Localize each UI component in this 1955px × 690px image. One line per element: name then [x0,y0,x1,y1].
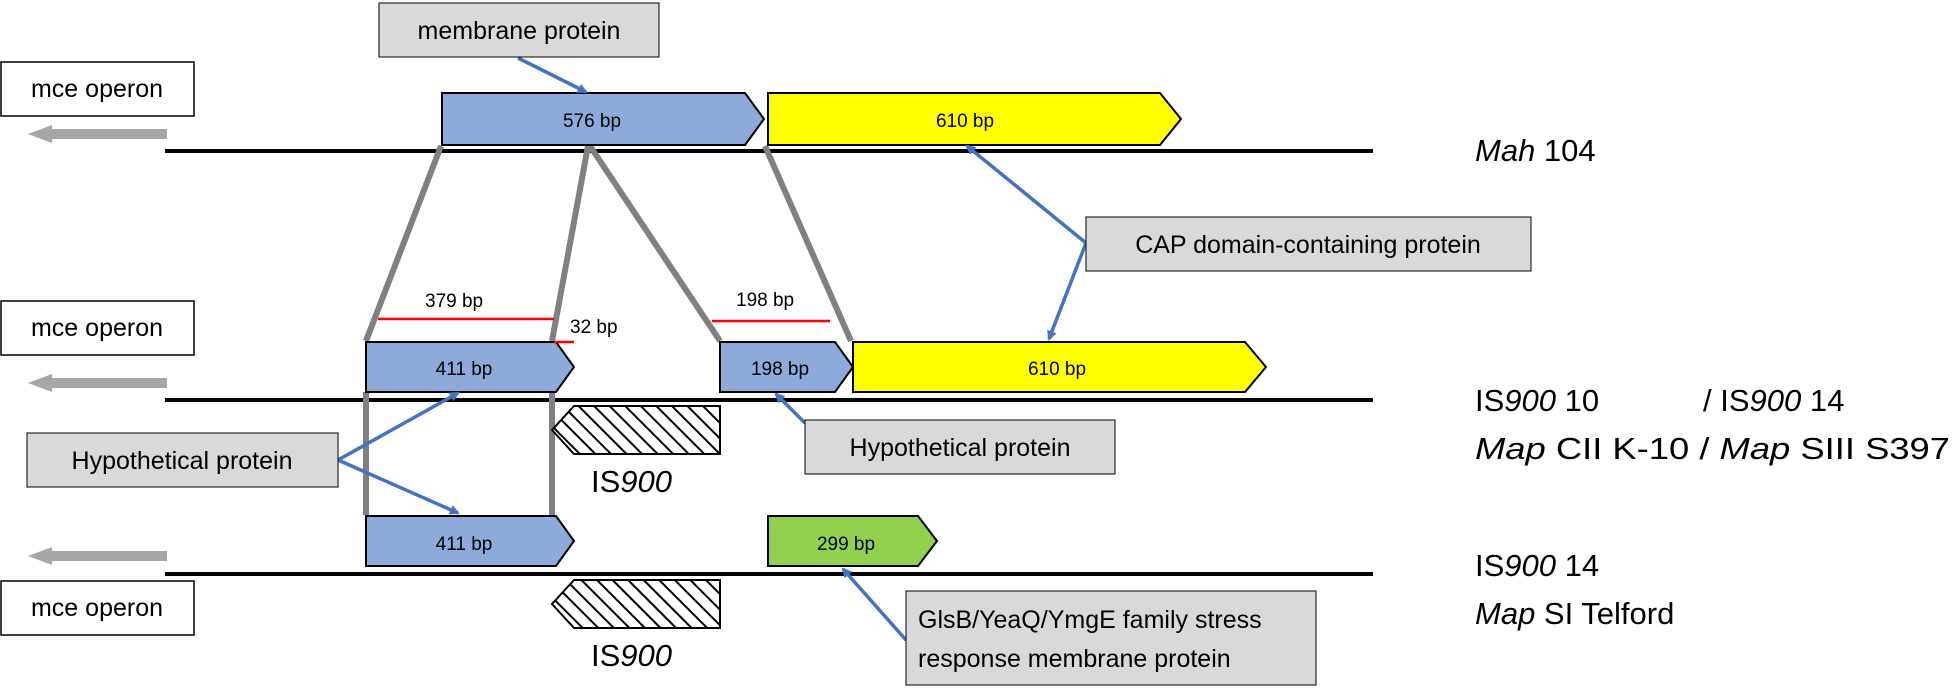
insertion-label: IS900 [591,464,672,499]
annotation-hypo-left: Hypothetical protein [72,447,293,475]
annotation-box-membrane [378,2,660,58]
gene-label: 610 bp [1028,359,1086,380]
gene-576bp [441,92,766,146]
operon-label-box [0,300,195,356]
annotation-cap: CAP domain-containing protein [1135,231,1481,259]
annotation-glsb-line2: response membrane protein [918,645,1231,673]
operon-label-box [0,61,195,117]
annotation-box-hypo-left [26,432,339,488]
operon-direction-arrow-icon [28,547,167,565]
operon-label: mce operon [31,594,163,622]
gene-610bp-k10 [852,341,1268,393]
homology-connectors [363,144,854,515]
annotation-membrane: membrane protein [418,17,621,45]
strain-label-telford-line1: IS900 14 [1475,548,1599,583]
gene-198bp [719,341,855,393]
strain-label-k10-line1b: / IS900 14 [1703,383,1844,418]
pointer-arrow-icon [337,56,1088,642]
operon-direction-arrow-icon [28,374,167,392]
gene-label: 411 bp [436,359,493,380]
annotation-box-glsb [905,590,1317,686]
strain-label-k10-line1a: IS900 10 [1475,383,1599,418]
annotation-box-cap [1085,216,1532,272]
strain-label-telford-line2: Map SI Telford [1475,596,1674,631]
strain-label-k10-line2: Map CII K-10 / Map SIII S397 [1475,431,1950,466]
operon-label: mce operon [31,75,163,103]
gene-299bp [767,515,939,567]
gene-label: 411 bp [436,534,493,555]
gene-411bp-k10 [365,341,576,393]
gene-label: 299 bp [817,534,875,555]
annotation-hypo-right: Hypothetical protein [850,434,1071,462]
gene-411bp-telford [365,515,576,567]
operon-label-box [0,580,195,636]
annotation-glsb-line1: GlsB/YeaQ/YmgE family stress [918,606,1262,634]
gene-label: 610 bp [936,111,994,132]
operon-direction-arrow-icon [28,125,167,143]
measure-label: 32 bp [570,317,618,338]
operon-label: mce operon [31,314,163,342]
gene-610bp-mah [767,92,1183,146]
gene-label: 198 bp [751,359,809,380]
measure-label: 379 bp [425,291,483,312]
hatched-insertion-icon [550,579,721,629]
insertion-label: IS900 [591,638,672,673]
measure-label: 198 bp [736,290,794,311]
gene-label: 576 bp [563,111,621,132]
hatched-insertion-icon [550,405,721,455]
strain-label-mah: Mah 104 [1475,133,1596,168]
annotation-box-hypo-right [804,419,1116,475]
